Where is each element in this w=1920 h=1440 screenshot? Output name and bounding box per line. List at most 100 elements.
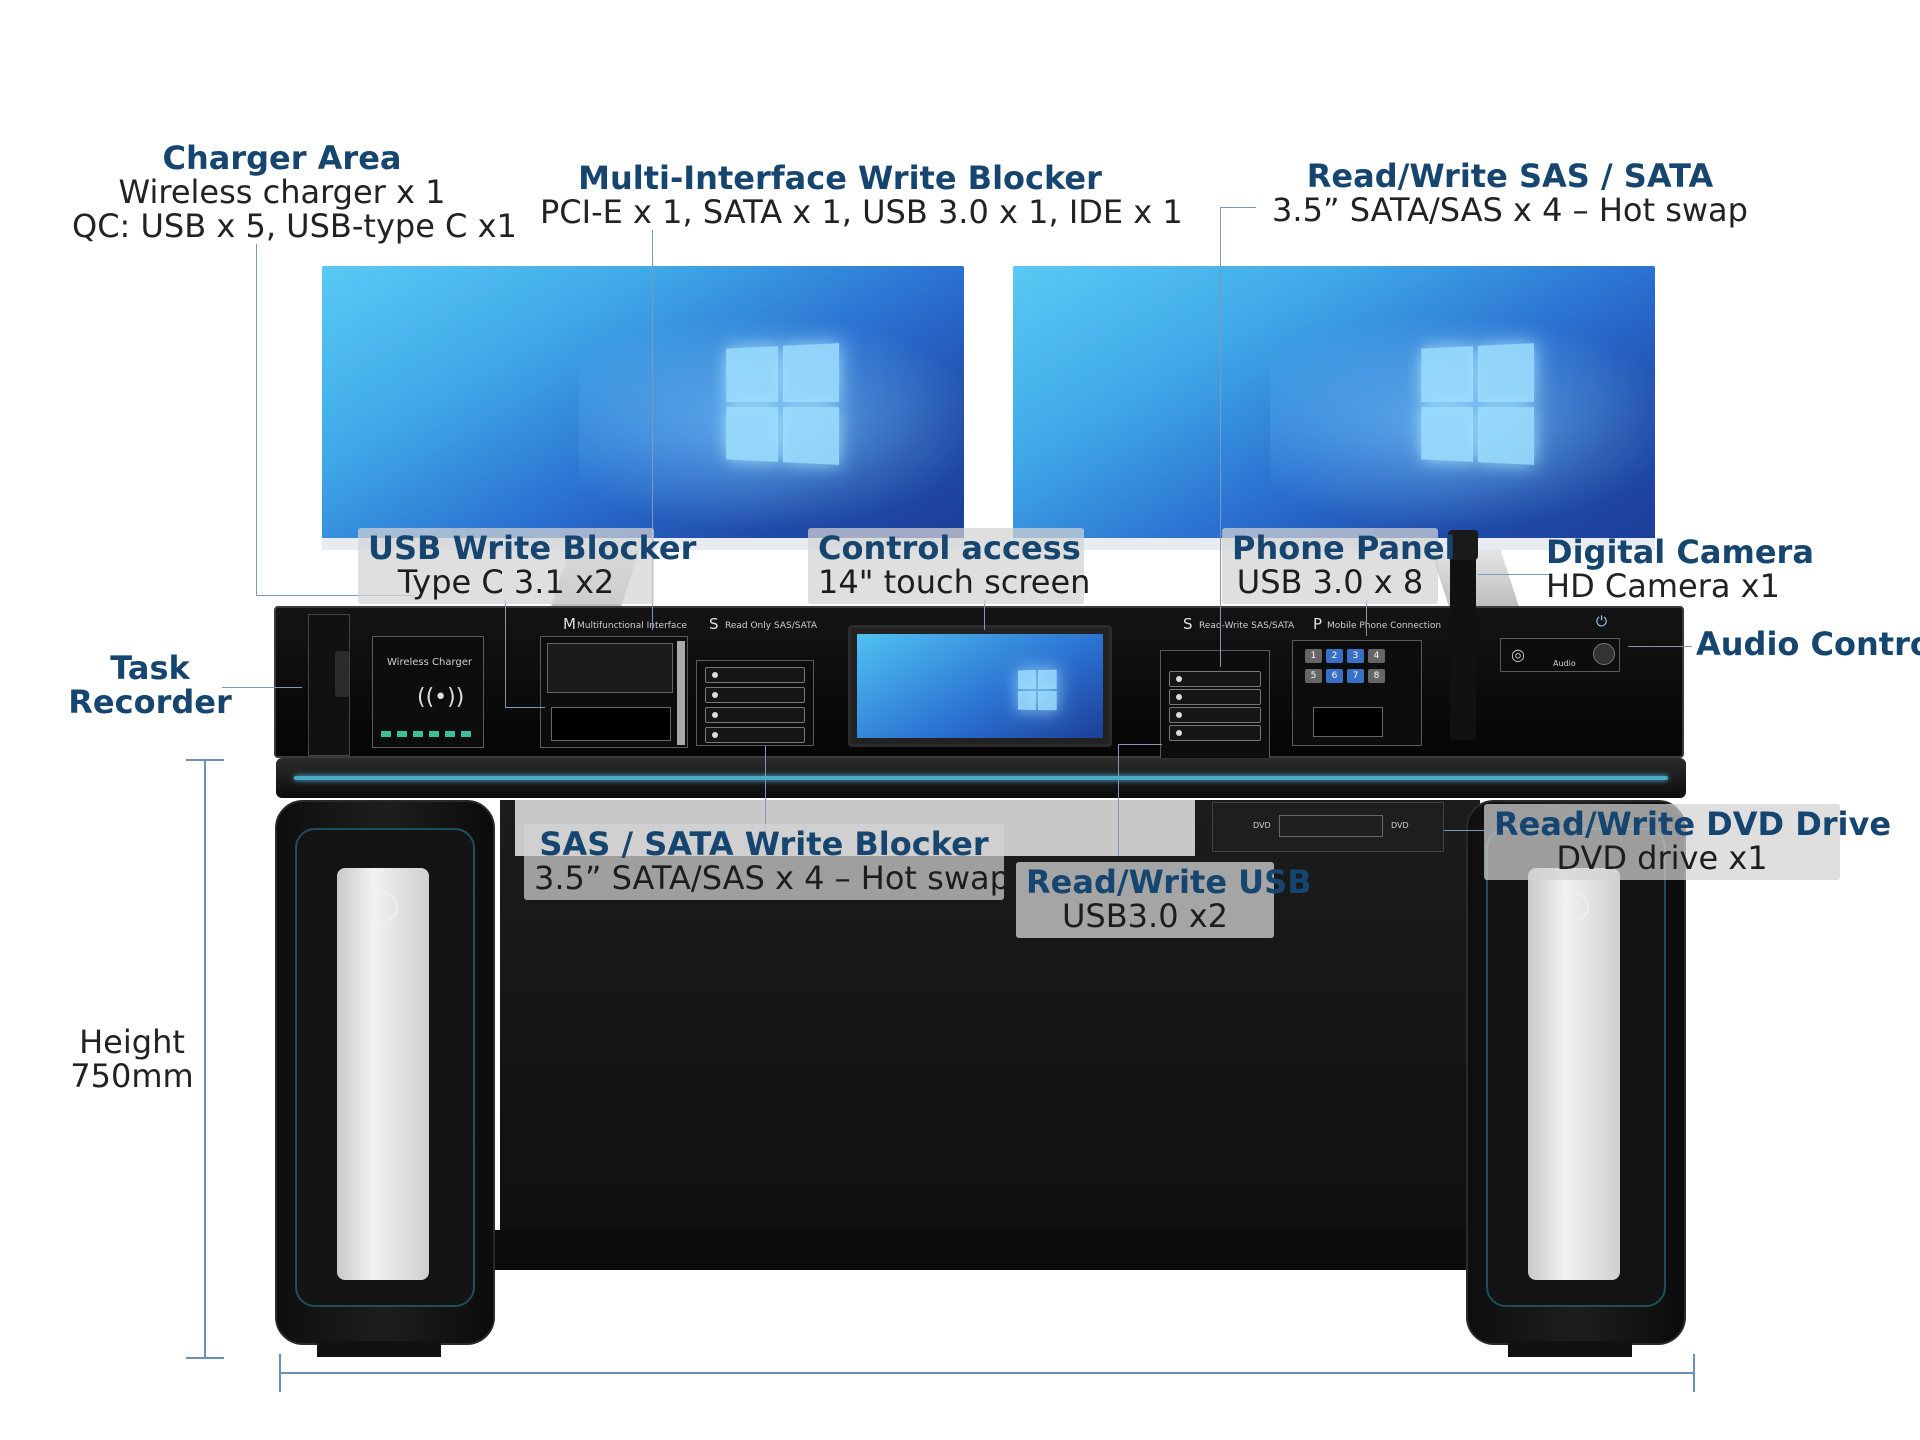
callout-control-access: Control access 14" touch screen <box>808 528 1091 604</box>
p-panel-letter: P <box>1313 615 1323 633</box>
right-monitor <box>1013 266 1655 550</box>
camera-line-1: HD Camera x1 <box>1546 567 1780 605</box>
leader-usb-blocker <box>505 600 506 708</box>
multi-title: Multi-Interface Write Blocker <box>578 159 1102 197</box>
wireless-charge-icon: ((•)) <box>417 685 465 710</box>
phone-key: 2 <box>1326 649 1343 663</box>
dvd-drive: DVD DVD <box>1212 802 1444 852</box>
sas-blocker-line-1: 3.5” SATA/SAS x 4 – Hot swap <box>534 859 1010 897</box>
control-title: Control access <box>818 529 1081 567</box>
phone-title: Phone Panel <box>1232 529 1456 567</box>
control-touch-screen[interactable] <box>848 625 1112 747</box>
power-button-right[interactable] <box>1559 892 1589 922</box>
leader-rw-sas-h <box>1220 207 1256 208</box>
sas-readwrite-panel: S Read-Write SAS/SATA <box>1160 615 1294 760</box>
leader-phone <box>1366 600 1367 636</box>
sas-blocker-title: SAS / SATA Write Blocker <box>539 825 989 863</box>
leader-rw-sas <box>1220 207 1221 667</box>
rw-sas-title: Read/Write SAS / SATA <box>1306 157 1714 195</box>
callout-charger-area: Charger Area Wireless charger x 1 QC: US… <box>72 142 517 245</box>
callout-task-recorder: Task Recorder <box>60 652 240 718</box>
multi-interface-panel: M Multifunctional Interface <box>540 615 688 748</box>
audio-title: Audio Control <box>1696 625 1920 663</box>
sas-readonly-panel: S Read Only SAS/SATA <box>696 615 817 746</box>
hd-camera-arm <box>1448 530 1478 740</box>
callout-digital-camera: Digital Camera HD Camera x1 <box>1546 533 1814 605</box>
touch-screen-display[interactable] <box>857 634 1103 738</box>
control-line-1: 14" touch screen <box>818 563 1091 601</box>
phone-key: 8 <box>1368 669 1385 683</box>
height-dimension-line <box>204 760 206 1358</box>
wireless-charger-label: Wireless Charger <box>387 657 473 668</box>
height-dim-cap-bottom <box>186 1357 224 1359</box>
s1-panel-letter: S <box>709 615 719 633</box>
charger-line-1: Wireless charger x 1 <box>118 173 446 211</box>
charger-line-2: QC: USB x 5, USB-type C x1 <box>72 207 517 245</box>
dvd-line-1: DVD drive x1 <box>1556 839 1768 877</box>
dvd-title: Read/Write DVD Drive <box>1494 805 1892 843</box>
callout-multi-blocker: Multi-Interface Write Blocker PCI-E x 1,… <box>540 159 1183 231</box>
height-dim-cap-top <box>186 759 224 761</box>
leader-rw-usb <box>1118 744 1119 856</box>
rw-usb-line-1: USB3.0 x2 <box>1061 897 1229 935</box>
audio-small-label: Audio <box>1553 659 1576 668</box>
height-line-1: Height <box>79 1023 185 1061</box>
phone-key: 4 <box>1368 649 1385 663</box>
task-recorder-device <box>308 614 350 756</box>
leader-task <box>222 687 302 688</box>
dvd-left-label: DVD <box>1253 821 1271 830</box>
usb-port-row <box>381 731 477 737</box>
charger-panel: Wireless Charger ((•)) <box>372 636 484 748</box>
windows-logo-icon <box>1017 669 1057 711</box>
windows-logo-icon <box>1421 343 1535 465</box>
usb-blocker-line-1: Type C 3.1 x2 <box>397 563 615 601</box>
callout-phone-panel: Phone Panel USB 3.0 x 8 <box>1222 528 1456 604</box>
leader-usb-blocker-h <box>505 707 545 708</box>
rw-usb-title: Read/Write USB <box>1026 863 1312 901</box>
dvd-right-label: DVD <box>1391 821 1409 830</box>
leader-camera <box>1478 574 1550 575</box>
leader-control <box>984 600 985 630</box>
volume-knob[interactable] <box>1593 643 1615 665</box>
callout-sas-blocker: SAS / SATA Write Blocker 3.5” SATA/SAS x… <box>524 824 1010 900</box>
leader-dvd <box>1444 830 1484 831</box>
callout-usb-blocker: USB Write Blocker Type C 3.1 x2 <box>358 528 697 604</box>
leader-charger <box>256 244 257 596</box>
desk-lower-frame <box>490 1230 1490 1270</box>
s1-panel-label: Read Only SAS/SATA <box>725 621 818 631</box>
callout-height: Height 750mm <box>52 1024 212 1092</box>
speaker-icon: ◎ <box>1511 645 1525 664</box>
leader-sas-blocker <box>765 746 766 836</box>
camera-title: Digital Camera <box>1546 533 1814 571</box>
phone-key: 7 <box>1347 669 1364 683</box>
leader-multi <box>652 230 653 630</box>
usb-blocker-title: USB Write Blocker <box>368 529 697 567</box>
left-pedestal <box>275 800 495 1357</box>
callout-rw-usb: Read/Write USB USB3.0 x2 <box>1016 862 1312 938</box>
power-icon[interactable]: ⏻ <box>1596 614 1608 630</box>
rw-sas-line-1: 3.5” SATA/SAS x 4 – Hot swap <box>1272 191 1748 229</box>
power-button-left[interactable] <box>368 892 398 922</box>
left-monitor <box>322 266 964 550</box>
right-pedestal <box>1466 800 1686 1357</box>
multi-panel-letter: M <box>563 615 576 633</box>
leader-rw-usb-h <box>1118 744 1162 745</box>
phone-key: 5 <box>1305 669 1322 683</box>
leader-audio <box>1628 646 1692 647</box>
task-title-2: Recorder <box>68 683 232 721</box>
windows-logo-icon <box>726 343 840 465</box>
phone-key: 1 <box>1305 649 1322 663</box>
width-dim-cap-right <box>1693 1354 1695 1392</box>
height-line-2: 750mm <box>70 1057 194 1095</box>
width-dimension-line <box>280 1372 1694 1374</box>
desk-light-rail <box>276 758 1686 798</box>
audio-panel: ◎ Audio <box>1500 638 1620 672</box>
multi-panel-label: Multifunctional Interface <box>577 621 687 631</box>
width-dim-cap-left <box>279 1354 281 1392</box>
multi-line-1: PCI-E x 1, SATA x 1, USB 3.0 x 1, IDE x … <box>540 193 1183 231</box>
phone-key: 3 <box>1347 649 1364 663</box>
s2-panel-label: Read-Write SAS/SATA <box>1199 621 1295 631</box>
phone-line-1: USB 3.0 x 8 <box>1236 563 1424 601</box>
